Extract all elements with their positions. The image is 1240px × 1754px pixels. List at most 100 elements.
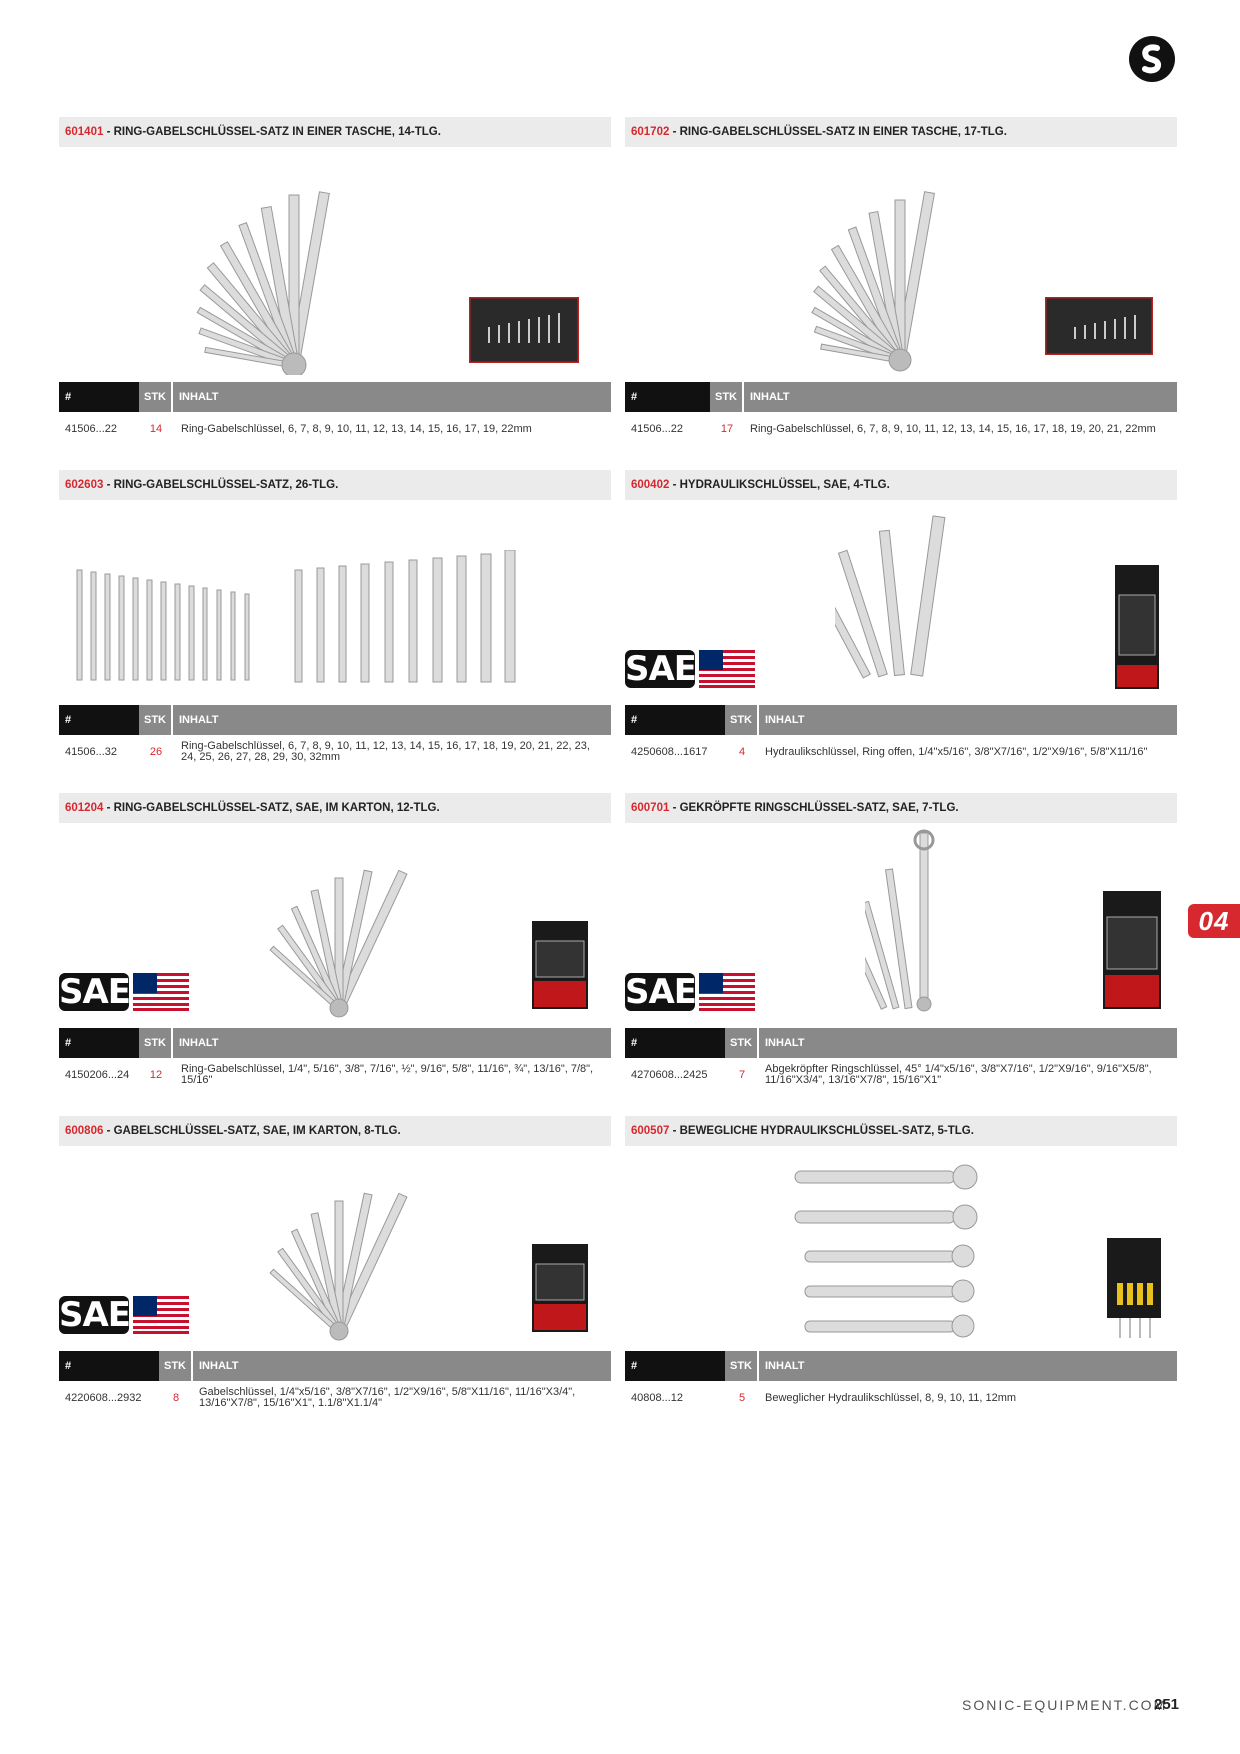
header-stk: STK [139, 382, 173, 412]
product-block: 600507 - BEWEGLICHE HYDRAULIKSCHLÜSSEL-S… [625, 1116, 1177, 1404]
product-title: 600402 - HYDRAULIKSCHLÜSSEL, SAE, 4-TLG. [625, 470, 1177, 500]
header-hash: # [625, 1028, 725, 1058]
table-header: # STK INHALT [625, 382, 1177, 412]
product-code: 602603 [65, 479, 104, 491]
wrench-fan-image [269, 1192, 408, 1341]
product-block: 600701 - GEKRÖPFTE RINGSCHLÜSSEL-SATZ, S… [625, 793, 1177, 1086]
table-row: 41506...32 26 Ring-Gabelschlüssel, 6, 7,… [59, 737, 611, 767]
article-number: 41506...22 [631, 423, 683, 435]
product-title: 601204 - RING-GABELSCHLÜSSEL-SATZ, SAE, … [59, 793, 611, 823]
piece-count: 5 [738, 1392, 746, 1404]
header-stk: STK [139, 705, 173, 735]
header-inhalt: INHALT [750, 391, 790, 403]
product-name: - RING-GABELSCHLÜSSEL-SATZ, 26-TLG. [103, 479, 339, 491]
product-code: 601204 [65, 802, 104, 814]
sonic-logo-icon [1129, 36, 1175, 82]
footer-url[interactable]: SONIC-EQUIPMENT.COM [962, 1697, 1168, 1713]
header-inhalt: INHALT [765, 1037, 805, 1049]
header-stk: STK [725, 705, 759, 735]
table-header: # STK INHALT [625, 1351, 1177, 1381]
pouch-image [469, 297, 579, 363]
contents-text: Gabelschlüssel, 1/4"x5/16", 3/8"X7/16", … [199, 1386, 576, 1409]
wrench-fan-image [811, 191, 936, 372]
table-row: 4270608...2425 7 Abgekröpfter Ringschlüs… [625, 1060, 1177, 1090]
product-code: 600402 [631, 479, 670, 491]
header-inhalt: INHALT [199, 1360, 239, 1372]
product-block: 600806 - GABELSCHLÜSSEL-SATZ, SAE, IM KA… [59, 1116, 611, 1409]
chapter-tab[interactable]: 04 [1188, 904, 1240, 938]
product-block: 601204 - RING-GABELSCHLÜSSEL-SATZ, SAE, … [59, 793, 611, 1086]
piece-count: 12 [149, 1069, 163, 1081]
product-code: 600806 [65, 1125, 104, 1137]
table-row: 4250608...1617 4 Hydraulikschlüssel, Rin… [625, 737, 1177, 767]
product-title: 602603 - RING-GABELSCHLÜSSEL-SATZ, 26-TL… [59, 470, 611, 500]
header-hash: # [625, 382, 710, 412]
contents-text: Hydraulikschlüssel, Ring offen, 1/4"x5/1… [765, 745, 1148, 758]
product-block: 600402 - HYDRAULIKSCHLÜSSEL, SAE, 4-TLG.… [625, 470, 1177, 758]
pouch-image [1045, 297, 1153, 355]
header-hash: # [59, 1351, 159, 1381]
header-stk: STK [139, 1028, 173, 1058]
article-number: 41506...22 [65, 423, 117, 435]
contents-text: Ring-Gabelschlüssel, 6, 7, 8, 9, 10, 11,… [181, 740, 590, 763]
sae-label: SAE [625, 972, 697, 1012]
usa-flag-icon [133, 973, 189, 1011]
contents-text: Beweglicher Hydraulikschlüssel, 8, 9, 10… [765, 1391, 1017, 1404]
table-row: 4220608...2932 8 Gabelschlüssel, 1/4"x5/… [59, 1383, 611, 1413]
product-name: - RING-GABELSCHLÜSSEL-SATZ, SAE, IM KART… [103, 802, 440, 814]
header-hash: # [59, 382, 139, 412]
header-hash: # [59, 1028, 139, 1058]
table-row: 40808...12 5 Beweglicher Hydraulikschlüs… [625, 1383, 1177, 1413]
product-title: 600806 - GABELSCHLÜSSEL-SATZ, SAE, IM KA… [59, 1116, 611, 1146]
header-hash: # [625, 1351, 725, 1381]
header-stk: STK [159, 1351, 193, 1381]
usa-flag-icon [133, 1296, 189, 1334]
usa-flag-icon [699, 973, 755, 1011]
product-name: - GEKRÖPFTE RINGSCHLÜSSEL-SATZ, SAE, 7-T… [669, 802, 959, 814]
product-title: 601401 - RING-GABELSCHLÜSSEL-SATZ IN EIN… [59, 117, 611, 147]
product-image: SAE [625, 823, 1177, 1033]
table-header: # STK INHALT [625, 1028, 1177, 1058]
table-row: 41506...22 17 Ring-Gabelschlüssel, 6, 7,… [625, 414, 1177, 444]
product-image [59, 500, 611, 710]
product-block: 601702 - RING-GABELSCHLÜSSEL-SATZ IN EIN… [625, 117, 1177, 435]
article-number: 41506...32 [65, 746, 117, 758]
wrench-fan-image [835, 515, 946, 679]
product-block: 601401 - RING-GABELSCHLÜSSEL-SATZ IN EIN… [59, 117, 611, 435]
product-title: 600507 - BEWEGLICHE HYDRAULIKSCHLÜSSEL-S… [625, 1116, 1177, 1146]
box-image [1115, 565, 1159, 689]
header-inhalt: INHALT [765, 1360, 805, 1372]
product-code: 600507 [631, 1125, 670, 1137]
wrench-fan-image [196, 191, 330, 375]
header-stk: STK [725, 1028, 759, 1058]
product-title: 601702 - RING-GABELSCHLÜSSEL-SATZ IN EIN… [625, 117, 1177, 147]
sae-label: SAE [59, 972, 131, 1012]
header-hash: # [625, 705, 725, 735]
wrench-fan-image [865, 829, 935, 1012]
article-number: 40808...12 [631, 1392, 683, 1404]
wrench-fan-image [269, 869, 408, 1018]
header-inhalt: INHALT [765, 714, 805, 726]
header-inhalt: INHALT [179, 391, 219, 403]
piece-count: 8 [172, 1392, 180, 1404]
contents-text: Ring-Gabelschlüssel, 1/4", 5/16", 3/8", … [181, 1063, 594, 1086]
contents-text: Abgekröpfter Ringschlüssel, 45° 1/4"x5/1… [765, 1063, 1152, 1086]
header-stk: STK [710, 382, 744, 412]
contents-text: Ring-Gabelschlüssel, 6, 7, 8, 9, 10, 11,… [750, 422, 1156, 435]
box-image [532, 921, 588, 1009]
product-code: 601702 [631, 126, 670, 138]
piece-count: 17 [720, 423, 734, 435]
header-inhalt: INHALT [179, 714, 219, 726]
product-block: 602603 - RING-GABELSCHLÜSSEL-SATZ, 26-TL… [59, 470, 611, 763]
sae-label: SAE [625, 649, 697, 689]
article-number: 4150206...24 [65, 1069, 130, 1081]
sae-label: SAE [59, 1295, 131, 1335]
product-image [625, 147, 1177, 375]
box-image [532, 1244, 588, 1332]
box-image [1103, 891, 1161, 1009]
holder-image [1107, 1238, 1161, 1338]
product-image: SAE [59, 1146, 611, 1356]
product-code: 600701 [631, 802, 670, 814]
article-number: 4270608...2425 [631, 1069, 708, 1081]
article-number: 4250608...1617 [631, 746, 708, 758]
